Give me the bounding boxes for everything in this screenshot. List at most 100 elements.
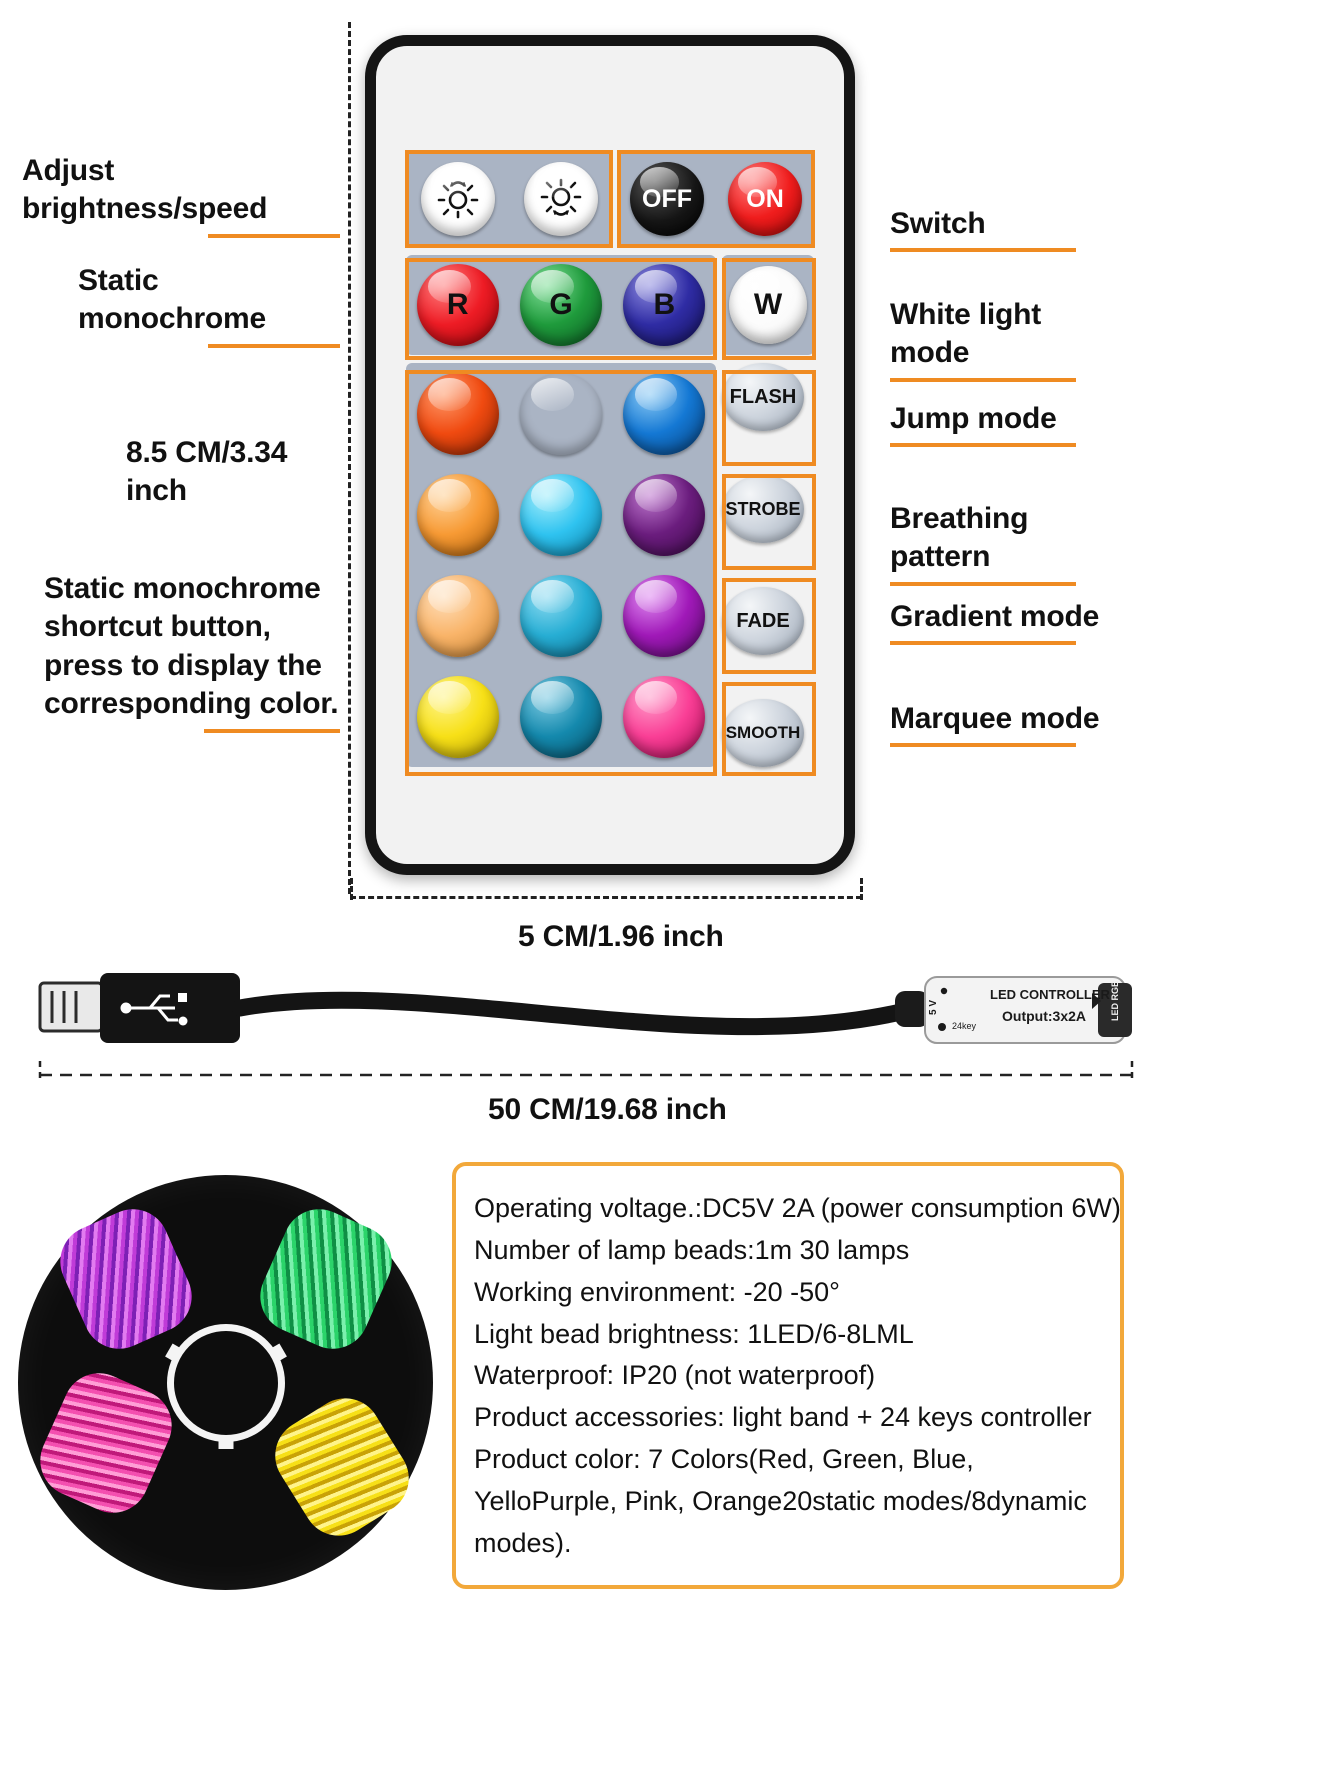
color-blue-2-button[interactable] — [623, 372, 706, 455]
brightness-up-button[interactable] — [420, 162, 495, 236]
color-sky-blue-button[interactable] — [519, 574, 602, 657]
panel-brightness — [406, 151, 612, 247]
brightness-down-button[interactable] — [523, 162, 598, 236]
panel-rgb: R G B — [406, 255, 716, 355]
power-on-button[interactable]: ON — [728, 162, 802, 236]
label-static-monochrome-text: Static monochrome — [78, 264, 267, 336]
color-dark-purple-button[interactable] — [623, 473, 706, 556]
label-shortcut-button: Static monochrome shortcut button, press… — [44, 570, 340, 733]
panel-color-grid — [406, 363, 716, 767]
label-underline — [208, 343, 340, 348]
mode-smooth-button[interactable]: SMOOTH — [722, 699, 804, 767]
label-underline — [890, 248, 1076, 253]
specification-box: Operating voltage.:DC5V 2A (power consum… — [452, 1162, 1124, 1589]
panel-mode-column: FLASH STROBE FADE SMOOTH — [722, 363, 814, 767]
spec-line: Light bead brightness: 1LED/6-8LML — [474, 1318, 914, 1349]
color-purple-button[interactable] — [623, 574, 706, 657]
label-gradient-mode-text: Gradient mode — [890, 600, 1100, 633]
remote-diagram-section: Adjust brightness/speed Static monochrom… — [22, 22, 1130, 953]
spec-line: Working environment: -20 -50° — [474, 1276, 840, 1307]
label-underline — [890, 641, 1076, 646]
spec-line: Product accessories: light band + 24 key… — [474, 1402, 1092, 1433]
mode-fade-label: FADE — [736, 609, 790, 632]
caption-cable-length: 50 CM/19.68 inch — [488, 1093, 727, 1126]
height-guide-line — [348, 22, 351, 894]
color-red-label: R — [446, 288, 469, 321]
usb-cable-drawing: LED RGB 24key 5 V LED CONTROLLER Output:… — [38, 973, 1134, 1083]
remote-control: OFF ON R G B — [365, 35, 855, 875]
remote-keypad: OFF ON R G B — [406, 151, 814, 767]
label-breathing-pattern-text: Breathing pattern — [890, 502, 1029, 574]
color-blue-button[interactable]: B — [623, 264, 706, 346]
color-orange-button[interactable] — [416, 473, 499, 556]
reel-window-yellow — [261, 1384, 423, 1550]
controller-title-text: LED CONTROLLER — [990, 987, 1110, 1002]
width-guide-tick-right — [860, 878, 863, 900]
color-orange-red-button[interactable] — [416, 372, 499, 455]
color-white-label: W — [753, 288, 783, 321]
color-red-button[interactable]: R — [416, 264, 499, 346]
color-blue-label: B — [653, 288, 676, 321]
reel-window-pink — [28, 1361, 184, 1525]
panel-power: OFF ON — [618, 151, 814, 247]
mode-fade-button[interactable]: FADE — [722, 587, 804, 655]
panel-white: W — [722, 255, 814, 355]
color-green-button[interactable]: G — [519, 264, 602, 346]
mode-flash-label: FLASH — [729, 385, 797, 408]
label-jump-mode: Jump mode — [890, 400, 1090, 448]
controller-output-text: Output:3x2A — [1002, 1008, 1086, 1024]
spec-line: Operating voltage.:DC5V 2A (power consum… — [474, 1193, 1121, 1223]
color-white-button[interactable]: W — [729, 266, 807, 344]
spec-line: Number of lamp beads:1m 30 lamps — [474, 1234, 910, 1265]
color-grid-row — [406, 372, 716, 455]
mode-flash-button[interactable]: FLASH — [722, 363, 804, 431]
sun-down-icon — [540, 178, 581, 216]
spec-line: Product color: 7 Colors(Red, Green, Blue… — [474, 1444, 1087, 1558]
label-adjust-brightness-text: Adjust brightness/speed — [22, 154, 268, 226]
label-gradient-mode: Gradient mode — [890, 598, 1100, 646]
power-off-label: OFF — [642, 184, 692, 213]
label-marquee-mode-text: Marquee mode — [890, 702, 1100, 735]
color-teal-button[interactable] — [519, 675, 602, 758]
row-rgbw: R G B W — [406, 255, 814, 355]
label-underline — [890, 377, 1076, 382]
power-off-button[interactable]: OFF — [630, 162, 704, 236]
label-switch-text: Switch — [890, 207, 986, 240]
label-adjust-brightness: Adjust brightness/speed — [22, 152, 340, 238]
color-peach-button[interactable] — [416, 574, 499, 657]
label-remote-height: 8.5 CM/3.34 inch — [126, 434, 340, 511]
sun-up-icon — [437, 181, 478, 219]
usb-plug-icon — [38, 973, 240, 1043]
reel-hub — [166, 1323, 285, 1442]
color-cyan-button[interactable] — [519, 473, 602, 556]
mode-smooth-label: SMOOTH — [725, 723, 801, 742]
color-green-label: G — [549, 288, 573, 321]
label-marquee-mode: Marquee mode — [890, 700, 1100, 748]
mode-strobe-button[interactable]: STROBE — [722, 475, 804, 543]
reel-window-purple — [48, 1197, 204, 1361]
product-specs-section: Operating voltage.:DC5V 2A (power consum… — [0, 1150, 1340, 1785]
reel-window-green — [248, 1197, 404, 1361]
label-jump-mode-text: Jump mode — [890, 402, 1057, 435]
label-underline — [208, 233, 340, 238]
label-static-monochrome: Static monochrome — [78, 262, 340, 348]
label-underline — [890, 743, 1076, 748]
color-yellow-button[interactable] — [416, 675, 499, 758]
spec-line: Waterproof: IP20 (not waterproof) — [474, 1360, 876, 1391]
led-controller-module: LED RGB 24key 5 V — [924, 976, 1132, 1044]
cable-strain-relief — [895, 991, 929, 1027]
label-underline — [890, 581, 1076, 586]
color-pink-button[interactable] — [623, 675, 706, 758]
controller-port-text: LED RGB — [1110, 980, 1120, 1021]
power-on-label: ON — [746, 184, 784, 213]
usb-cable-section: LED RGB 24key 5 V LED CONTROLLER Output:… — [0, 965, 1340, 1165]
label-breathing-pattern: Breathing pattern — [890, 500, 1130, 586]
label-underline — [890, 443, 1076, 448]
color-light-green-button[interactable] — [520, 373, 602, 455]
label-remote-height-text: 8.5 CM/3.34 inch — [126, 436, 288, 508]
mode-strobe-label: STROBE — [725, 498, 801, 519]
width-guide-tick-left — [350, 878, 353, 900]
controller-keys-text: 24key — [952, 1021, 977, 1031]
label-white-light-mode-text: White light mode — [890, 298, 1042, 370]
controller-voltage-text: 5 V — [928, 1000, 939, 1015]
